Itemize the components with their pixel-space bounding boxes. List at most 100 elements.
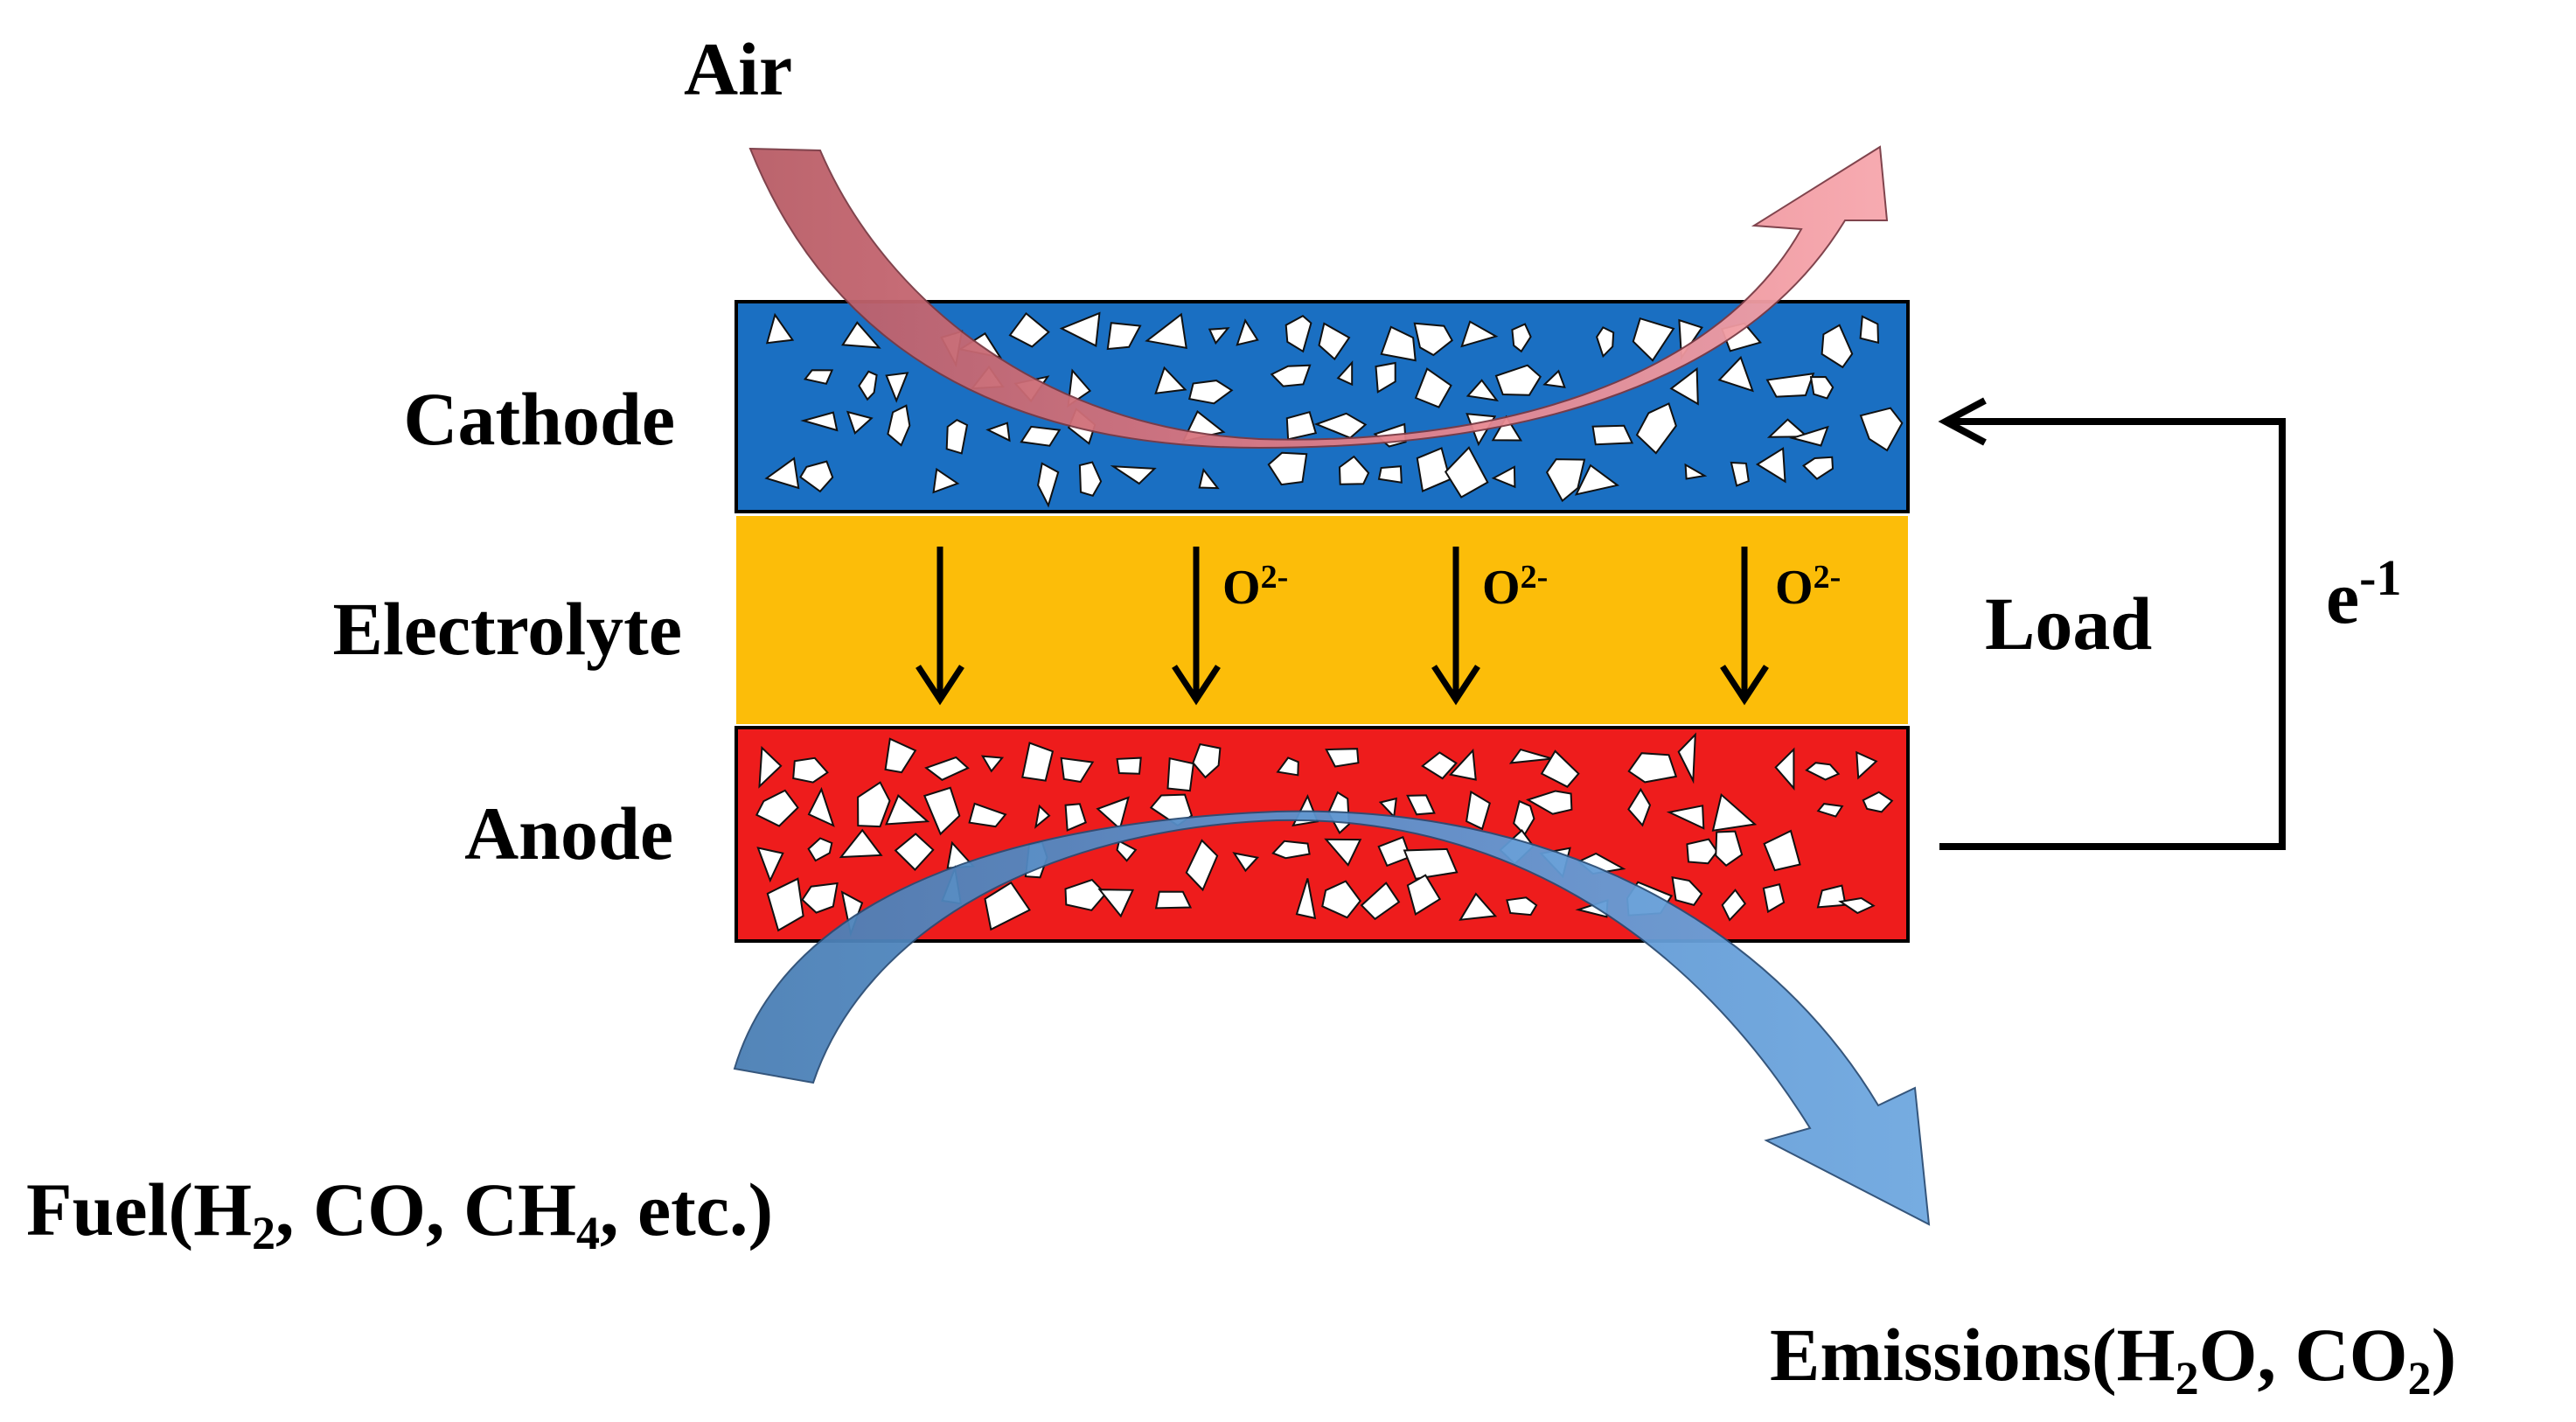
pore (1276, 756, 1299, 777)
pore (1064, 803, 1087, 832)
pore (1730, 461, 1750, 487)
pore (1318, 322, 1351, 361)
pore (1097, 889, 1135, 918)
pore (1325, 748, 1360, 768)
ion-label: O2- (1222, 559, 1288, 615)
air-flow-arrow (748, 145, 1889, 450)
pore (1508, 748, 1553, 764)
pore (1802, 456, 1835, 480)
pore (1591, 424, 1634, 446)
pore (1466, 379, 1500, 402)
pore (1145, 312, 1187, 350)
pore (1809, 375, 1835, 400)
pore (985, 422, 1011, 443)
pore (764, 457, 800, 490)
pore (1106, 322, 1142, 351)
pore (799, 460, 834, 493)
pore (1008, 311, 1050, 348)
pore (1096, 796, 1130, 831)
ion-label: O2- (1482, 559, 1548, 615)
pore (1627, 752, 1678, 784)
anode-label: Anode (464, 791, 673, 875)
pore (1821, 324, 1854, 369)
pore (1414, 367, 1452, 408)
ion-label: O2- (1775, 559, 1841, 615)
pore (1185, 839, 1219, 892)
pore (1859, 315, 1880, 345)
pore (1377, 465, 1403, 484)
pore (1491, 465, 1516, 489)
pore (1232, 852, 1260, 873)
pore (1413, 322, 1453, 357)
pore (1416, 447, 1452, 493)
pore (1635, 402, 1677, 455)
pore (1774, 747, 1795, 791)
cathode-label: Cathode (403, 377, 675, 461)
pore (1460, 320, 1499, 348)
pore (932, 467, 960, 494)
pore (1805, 762, 1841, 781)
pore (1669, 366, 1699, 406)
pore (1595, 326, 1615, 359)
pore (1064, 878, 1107, 911)
pore (1448, 748, 1477, 781)
ion-arrow (916, 547, 964, 706)
pore (1684, 463, 1708, 480)
pore (1763, 829, 1801, 872)
pore (1285, 410, 1318, 441)
pore (1360, 882, 1401, 921)
pore (968, 802, 1007, 828)
pore (1859, 407, 1904, 452)
electrolyte-label: Electrolyte (332, 587, 682, 671)
pore (1765, 372, 1815, 398)
pore (1513, 799, 1535, 836)
pore (1078, 461, 1103, 497)
pore (1336, 360, 1354, 387)
pore (1632, 317, 1675, 362)
pore (1789, 425, 1829, 447)
pore (1321, 880, 1361, 919)
pore (1187, 380, 1234, 405)
pore (1271, 840, 1311, 860)
pore (1378, 797, 1397, 819)
pore (1525, 790, 1573, 815)
pore (1192, 742, 1222, 779)
pore (1406, 794, 1436, 816)
pore (1855, 750, 1878, 780)
pore (1267, 451, 1308, 486)
pore (887, 404, 911, 447)
pore (846, 410, 874, 435)
pore (857, 781, 891, 828)
pore (807, 837, 833, 862)
electrolyte-layer (736, 516, 1908, 724)
pore (839, 828, 883, 859)
pore (1542, 369, 1566, 388)
pore (1816, 803, 1844, 818)
emissions-label: Emissions(H2O, CO2) (1770, 1313, 2456, 1405)
pore (1270, 364, 1312, 387)
pore (755, 789, 799, 827)
pore (758, 745, 783, 789)
pore (1755, 447, 1786, 484)
pore (1154, 890, 1193, 910)
pore (766, 877, 804, 932)
pore (1116, 840, 1138, 862)
pore (807, 786, 835, 827)
cathode-pores (764, 311, 1904, 508)
pore (1766, 418, 1810, 438)
pore (1059, 311, 1101, 347)
pore (884, 737, 917, 774)
air-label: Air (684, 27, 792, 111)
pore (1506, 896, 1538, 917)
pore (1403, 847, 1459, 881)
pore (1545, 458, 1586, 503)
pore (765, 312, 795, 345)
pore (1816, 884, 1847, 909)
pore (1715, 830, 1744, 867)
pore (1574, 464, 1620, 496)
pore (1511, 323, 1532, 353)
pore (1060, 756, 1095, 784)
pore (803, 369, 834, 385)
pore (1377, 835, 1411, 868)
